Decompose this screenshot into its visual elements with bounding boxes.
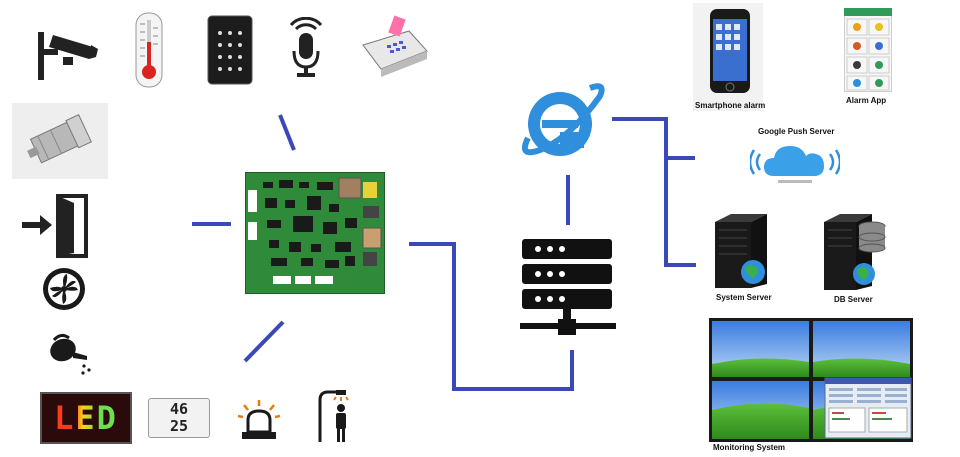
motor-icon — [12, 103, 108, 179]
db-server-label: DB Server — [834, 295, 873, 304]
cctv-camera-icon — [38, 32, 98, 80]
alarm-siren-icon — [237, 400, 281, 439]
alarm-app-label: Alarm App — [846, 96, 887, 105]
connector-web-to-services — [612, 117, 696, 267]
push-server-label: Google Push Server — [758, 127, 835, 136]
cloud-icon — [750, 146, 840, 183]
smartphone-alarm-label: Smartphone alarm — [695, 101, 766, 110]
humidity-reading: 46 — [169, 400, 189, 418]
thermo-hygrometer-display: 46 25 — [148, 398, 210, 438]
smartphone-icon — [710, 9, 750, 93]
control-board-pcb — [245, 172, 385, 294]
central-server-icon — [520, 239, 616, 335]
led-sign-text: LED — [54, 399, 118, 437]
system-server-label: System Server — [716, 293, 772, 302]
alarm-app-screen-icon — [844, 8, 892, 92]
monitoring-video-wall — [709, 318, 913, 442]
led-sign-display: LED — [40, 392, 132, 444]
door-entry-icon — [22, 194, 88, 258]
streetlight-person-icon — [318, 390, 349, 442]
connector-bottom-devices — [243, 320, 285, 363]
watering-can-icon — [50, 333, 91, 375]
temperature-reading: 25 — [169, 417, 189, 435]
door-keypad-icon — [207, 15, 253, 85]
thermometer-icon — [135, 12, 163, 88]
system-server-icon — [715, 214, 767, 288]
ventilation-fan-icon — [43, 268, 85, 310]
web-browser-icon — [522, 83, 605, 156]
connector-top-sensors — [278, 114, 296, 151]
connector-board-to-server — [409, 242, 574, 391]
monitoring-system-label: Monitoring System — [713, 443, 786, 452]
db-server-icon — [824, 214, 886, 290]
card-reader-icon — [362, 15, 428, 77]
microphone-icon — [289, 17, 323, 77]
